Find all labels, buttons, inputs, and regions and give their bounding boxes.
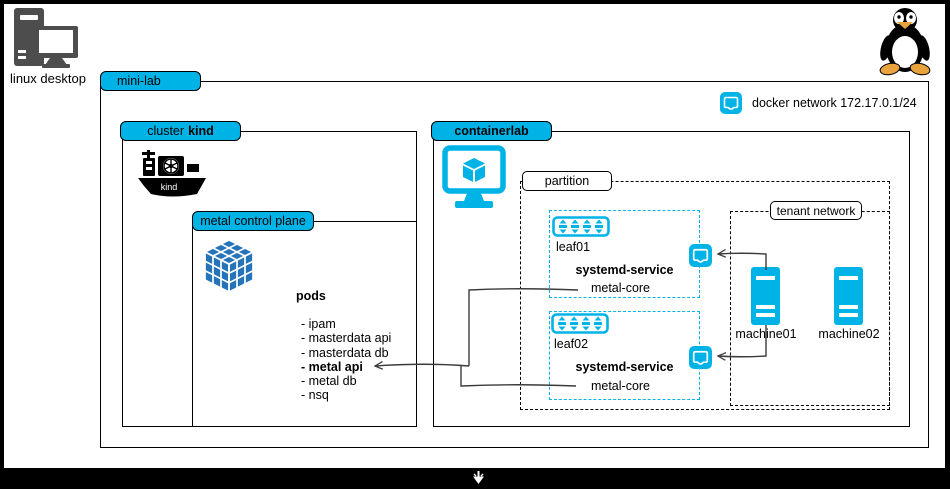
containerlab-monitor-icon (442, 145, 506, 211)
leaf02-service-title: systemd-service (575, 360, 674, 374)
machine01-server-icon (751, 267, 780, 325)
pod-item-masterdata-api: - masterdata api (301, 331, 392, 346)
pods-cube-icon (203, 237, 255, 295)
pods-list: - ipam - masterdata api - masterdata db … (301, 317, 391, 403)
leaf02-docker-bridge-icon (689, 346, 712, 369)
leaf02-name: leaf02 (554, 337, 589, 351)
leaf01-switch-icon (552, 216, 610, 237)
partition-label: partition (522, 171, 612, 191)
collapse-down-arrow-icon (473, 471, 484, 484)
desktop-label: linux desktop (10, 71, 86, 86)
cluster-label-prefix: cluster (147, 124, 185, 138)
cluster-label-kind: kind (188, 124, 214, 138)
kind-ship-icon: kind (138, 144, 206, 198)
leaf01-service-title: systemd-service (575, 263, 674, 277)
pods-title: pods (296, 289, 326, 303)
leaf01-service: metal-core (590, 281, 651, 295)
toolbar-collapse-button[interactable] (471, 470, 486, 486)
machine02-label: machine02 (818, 327, 880, 341)
leaf01-docker-bridge-icon (689, 244, 712, 267)
docker-network-label: docker network 172.17.0.1/24 (752, 96, 917, 110)
pod-item-masterdata-db: - masterdata db (301, 345, 389, 360)
pod-item-metal-db: - metal db (301, 374, 357, 389)
pod-item-metal-api: - metal api (301, 359, 363, 374)
machine01-label: machine01 (735, 327, 797, 341)
pod-item-nsq: - nsq (301, 388, 329, 403)
leaf01-name: leaf01 (556, 240, 591, 254)
tenant-network-label: tenant network (770, 201, 862, 220)
docker-bridge-icon (720, 92, 742, 114)
containerlab-label: containerlab (431, 121, 552, 141)
minilab-label: mini-lab (100, 71, 201, 91)
leaf02-service: metal-core (590, 379, 651, 393)
machine02-server-icon (834, 267, 863, 325)
linux-tux-icon (879, 6, 931, 76)
leaf02-switch-icon (551, 313, 609, 334)
metal-control-plane-label: metal control plane (192, 211, 314, 231)
containerlab-box (433, 131, 910, 427)
minilab-box (100, 81, 929, 448)
desktop-computer-icon (14, 8, 78, 68)
pod-item-ipam: - ipam (301, 317, 336, 331)
kind-ship-text: kind (161, 182, 178, 192)
